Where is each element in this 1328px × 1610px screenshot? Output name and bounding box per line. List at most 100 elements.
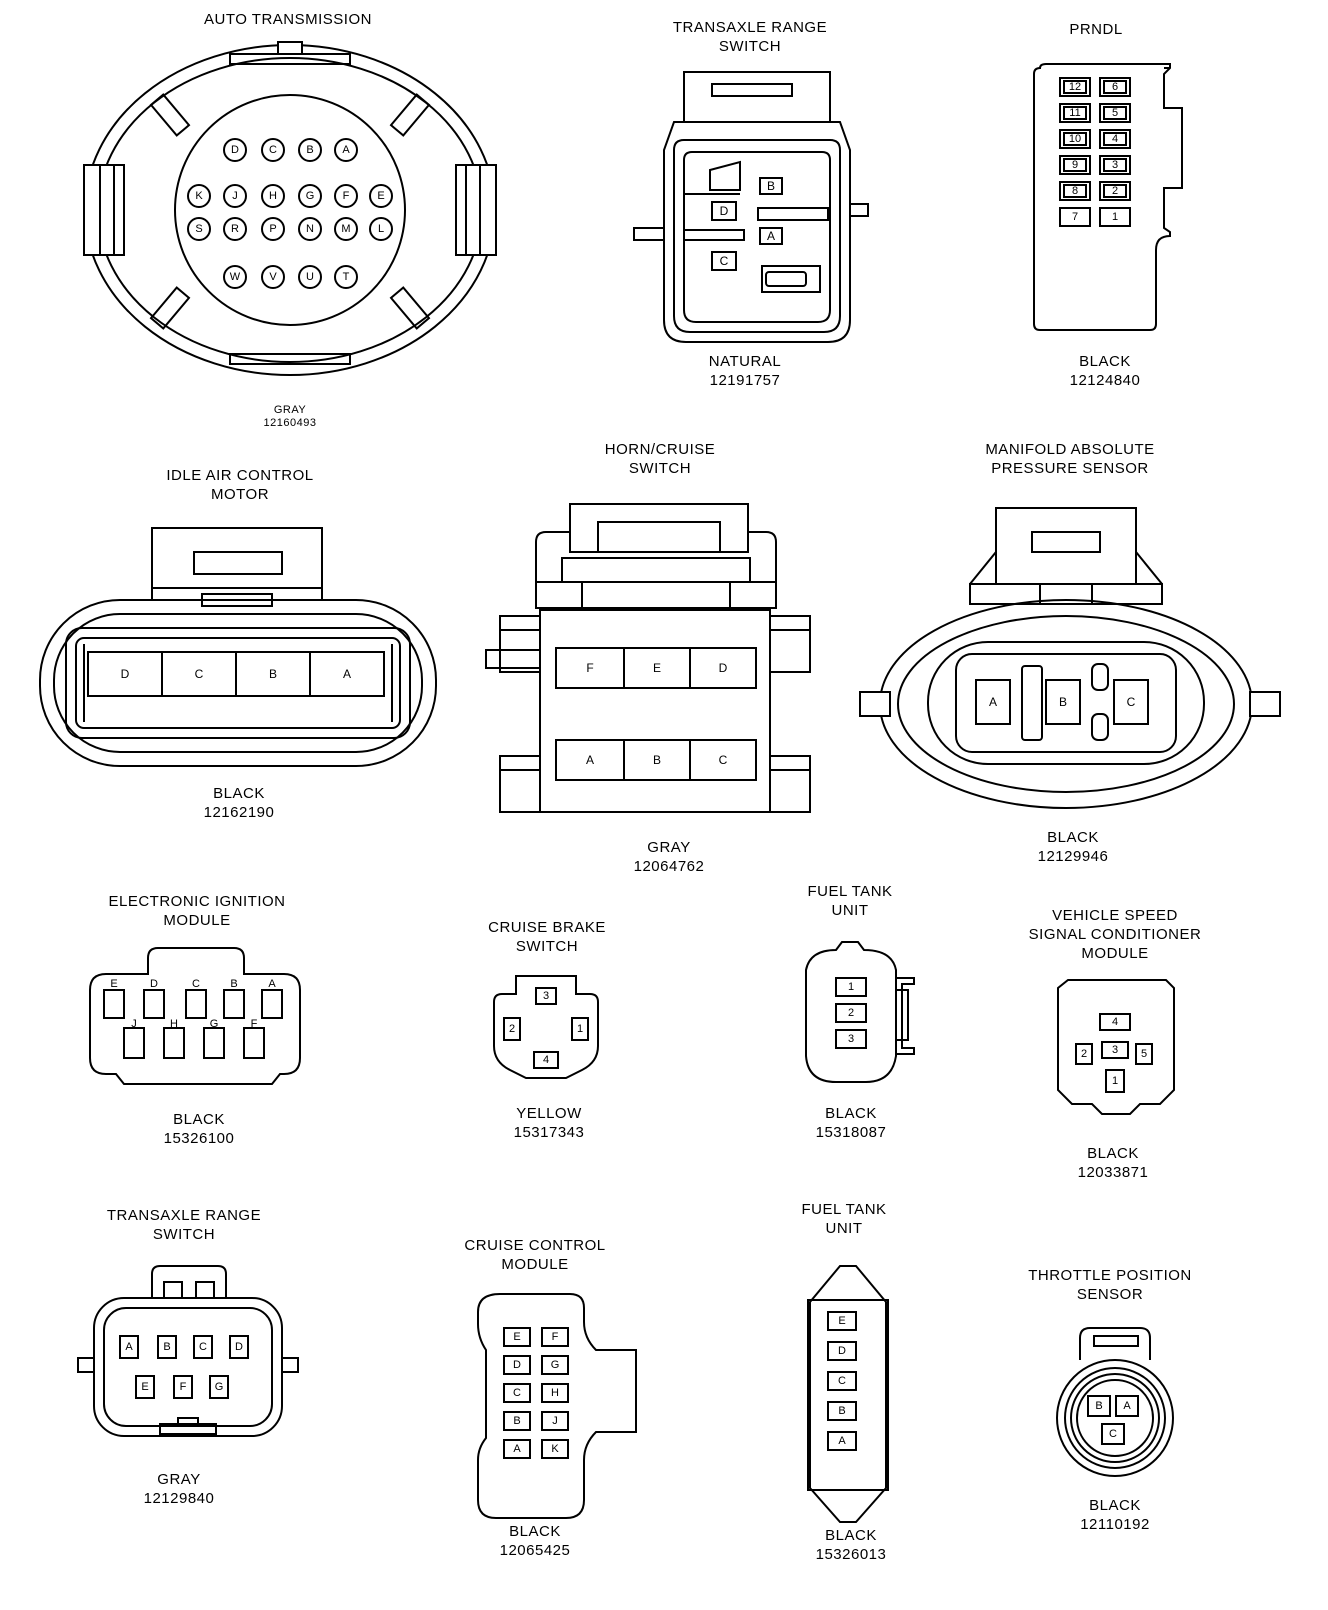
pin-label: S	[195, 223, 202, 235]
pin-label: B	[513, 1415, 520, 1427]
pin-label: 5	[1112, 107, 1118, 119]
pin-label: A	[838, 1435, 846, 1447]
pin-label: A	[1123, 1400, 1131, 1412]
pin-label: F	[251, 1018, 258, 1030]
pin-label: F	[180, 1381, 187, 1393]
pin-label: 4	[1112, 133, 1118, 145]
part-number: 12129840	[143, 1490, 215, 1507]
title-line: TRANSAXLE RANGE	[106, 1207, 262, 1224]
pin-label: L	[378, 223, 384, 235]
connector-color: YELLOW	[516, 1105, 582, 1122]
part-number: 15317343	[513, 1124, 585, 1141]
part-number: 15326100	[163, 1130, 235, 1147]
title-line: FUEL TANK	[801, 1201, 887, 1218]
pin-label: 10	[1069, 133, 1081, 145]
pin-label: D	[720, 204, 729, 218]
vehicle-speed-signal-conditioner-module-caption: BLACK 12033871	[1058, 1144, 1168, 1182]
horn-cruise-switch-title: HORN/CRUISE SWITCH	[570, 440, 750, 478]
pin-label: K	[551, 1443, 559, 1455]
prndl-caption: BLACK 12124840	[1050, 352, 1160, 390]
pin-label: J	[232, 190, 238, 202]
title-line: MODULE	[163, 912, 231, 929]
connector-color: GRAY	[647, 839, 691, 856]
pin-label: A	[989, 695, 997, 709]
transaxle-range-switch-1-caption: NATURAL 12191757	[690, 352, 800, 390]
pin-label: C	[1127, 695, 1136, 709]
title-line: SWITCH	[515, 938, 579, 955]
connector-color: BLACK	[1079, 353, 1131, 370]
pin-label: J	[552, 1415, 558, 1427]
idle-air-control-motor-caption: BLACK 12162190	[184, 784, 294, 822]
auto-transmission-caption: GRAY 12160493	[240, 404, 340, 430]
pin-label: A	[343, 667, 351, 681]
pin-label: B	[230, 978, 237, 990]
part-number: 12110192	[1080, 1516, 1150, 1533]
pin-label: 3	[848, 1033, 854, 1045]
connector-color: NATURAL	[708, 353, 782, 370]
pin-label: 8	[1072, 185, 1078, 197]
pin-label: H	[551, 1387, 559, 1399]
pin-label: 6	[1112, 81, 1118, 93]
part-number: 12033871	[1077, 1164, 1149, 1181]
pin-label: B	[269, 667, 277, 681]
pin-label: J	[131, 1018, 137, 1030]
connector-color: BLACK	[825, 1527, 877, 1544]
connector-color: GRAY	[273, 404, 307, 416]
pin-label: C	[195, 667, 204, 681]
pin-label: D	[231, 144, 239, 156]
horn-cruise-switch-caption: GRAY 12064762	[614, 838, 724, 876]
pin-label: N	[306, 223, 314, 235]
pin-label: R	[231, 223, 239, 235]
vehicle-speed-signal-conditioner-module-connector: 4 2 3 5 1	[1057, 979, 1175, 1115]
transaxle-range-switch-2-caption: GRAY 12129840	[124, 1470, 234, 1508]
transaxle-range-switch-2-connector: A B C D E F G	[77, 1265, 299, 1437]
idle-air-control-motor-title: IDLE AIR CONTROL MOTOR	[140, 466, 340, 504]
pin-label: D	[838, 1345, 846, 1357]
pin-label: C	[1109, 1428, 1117, 1440]
title-line: MODULE	[501, 1256, 569, 1273]
pin-label: C	[720, 254, 729, 268]
title-line: AUTO TRANSMISSION	[204, 11, 372, 28]
part-number: 12162190	[203, 804, 275, 821]
pin-label: G	[215, 1381, 224, 1393]
cruise-brake-switch-caption: YELLOW 15317343	[494, 1104, 604, 1142]
prndl-pins: 12 6 11 5 10 4 9 3 8 2 7 1	[1059, 77, 1131, 227]
fuel-tank-unit-2-connector: E D C B A	[807, 1265, 889, 1523]
title-line: UNIT	[831, 902, 869, 919]
pin-label: 2	[1112, 185, 1118, 197]
manifold-absolute-pressure-sensor-connector: A B C	[859, 507, 1281, 809]
pin-label: K	[195, 190, 203, 202]
fuel-tank-unit-2-title: FUEL TANK UNIT	[784, 1200, 904, 1238]
pin-label: D	[150, 978, 158, 990]
pin-label: E	[110, 978, 117, 990]
fuel-tank-unit-1-connector: 1 2 3	[805, 941, 915, 1083]
title-line: UNIT	[825, 1220, 863, 1237]
pin-label: A	[342, 144, 350, 156]
electronic-ignition-module-caption: BLACK 15326100	[144, 1110, 254, 1148]
pin-label: B	[1059, 695, 1067, 709]
pin-label: A	[586, 753, 594, 767]
title-line: CRUISE CONTROL	[464, 1237, 606, 1254]
part-number: 15318087	[815, 1124, 887, 1141]
title-line: PRNDL	[1069, 21, 1123, 38]
pin-label: C	[838, 1375, 846, 1387]
pin-label: A	[767, 229, 775, 243]
transaxle-range-switch-1-title: TRANSAXLE RANGE SWITCH	[650, 18, 850, 56]
part-number: 12191757	[709, 372, 781, 389]
pin-label: U	[306, 271, 314, 283]
title-line: HORN/CRUISE	[604, 441, 716, 458]
pin-label: E	[653, 661, 661, 675]
fuel-tank-unit-2-caption: BLACK 15326013	[796, 1526, 906, 1564]
connector-color: BLACK	[213, 785, 265, 802]
pin-label: V	[269, 271, 277, 283]
connector-color: BLACK	[1047, 829, 1099, 846]
auto-transmission-pins: D C B A K J H G F E S R P N M L W V U T	[187, 138, 393, 289]
pin-label: 3	[1112, 159, 1118, 171]
pin-label: D	[719, 661, 728, 675]
connector-color: BLACK	[1087, 1145, 1139, 1162]
title-line: SWITCH	[718, 38, 782, 55]
pin-label: A	[513, 1443, 521, 1455]
pin-label: E	[838, 1315, 845, 1327]
pin-label: 2	[1081, 1048, 1087, 1060]
cruise-brake-switch-connector: 3 2 1 4	[493, 975, 599, 1079]
